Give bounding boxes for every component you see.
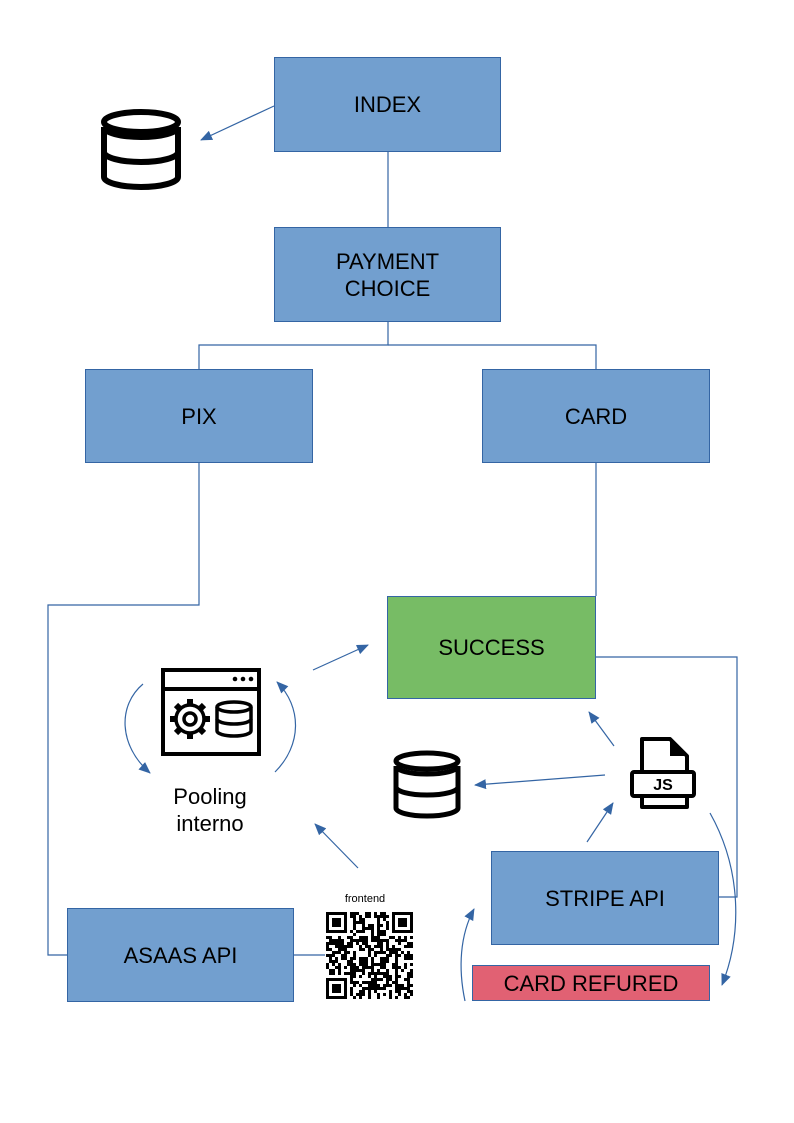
arrow-js-to-db bbox=[474, 774, 606, 790]
arrow-pool-to-success bbox=[312, 644, 369, 671]
arrow-qr-to-pool bbox=[314, 823, 359, 869]
arrow-refused-to-stripe bbox=[460, 908, 475, 1002]
javascript-file-icon: JS bbox=[630, 737, 696, 809]
payment-choice-box[interactable]: PAYMENT CHOICE bbox=[274, 227, 501, 322]
arrow-pool-cycle-left bbox=[124, 683, 151, 774]
database-icon bbox=[101, 109, 181, 190]
tree-connectors bbox=[47, 152, 738, 956]
payment-choice-label: PAYMENT CHOICE bbox=[335, 248, 440, 301]
database-icon bbox=[393, 750, 461, 819]
app-settings-database-icon bbox=[161, 668, 261, 756]
success-box[interactable]: SUCCESS bbox=[387, 596, 596, 699]
index-box[interactable]: INDEX bbox=[274, 57, 501, 152]
qr-code-icon bbox=[326, 912, 413, 999]
js-icon-label: JS bbox=[653, 777, 673, 794]
small-database-icon bbox=[215, 700, 253, 738]
flow-arrows bbox=[124, 105, 737, 1002]
arrow-pool-cycle-right bbox=[274, 681, 297, 773]
arrow-index-to-db bbox=[200, 105, 275, 141]
card-refused-box[interactable]: CARD REFURED bbox=[472, 965, 710, 1001]
asaas-api-box[interactable]: ASAAS API bbox=[67, 908, 294, 1002]
card-box[interactable]: CARD bbox=[482, 369, 710, 463]
pix-box[interactable]: PIX bbox=[85, 369, 313, 463]
arrow-stripe-to-js bbox=[586, 802, 614, 843]
pooling-interno-text: Pooling interno bbox=[173, 784, 247, 836]
frontend-label: frontend bbox=[344, 893, 386, 905]
arrow-js-to-success bbox=[588, 711, 615, 747]
pooling-interno-label: Pooling interno bbox=[150, 783, 270, 837]
arrow-js-to-refused bbox=[709, 812, 737, 986]
stripe-api-box[interactable]: STRIPE API bbox=[491, 851, 719, 945]
gear-icon bbox=[170, 699, 210, 739]
